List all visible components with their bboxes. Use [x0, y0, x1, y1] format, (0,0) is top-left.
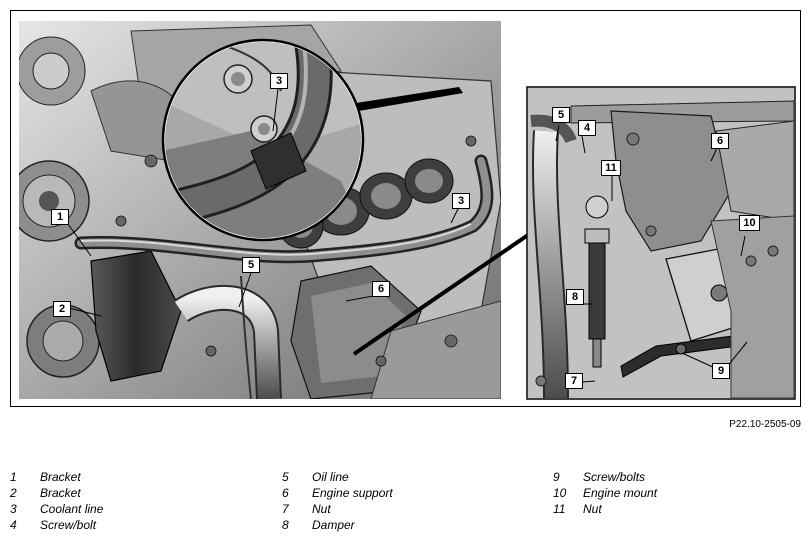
callout-9: 9 — [712, 363, 730, 379]
legend-label: Oil line — [312, 470, 349, 484]
callout-1: 1 — [51, 209, 69, 225]
legend-label: Damper — [312, 518, 355, 532]
legend-label: Nut — [312, 502, 331, 516]
legend-number: 6 — [282, 486, 289, 500]
legend-number: 4 — [10, 518, 17, 532]
legend-label: Screw/bolts — [583, 470, 646, 484]
callout-4: 4 — [578, 120, 596, 136]
legend-label: Engine mount — [583, 486, 658, 500]
legend-label: Screw/bolt — [40, 518, 97, 532]
callout-5: 5 — [242, 257, 260, 273]
callout-8: 8 — [566, 289, 584, 305]
legend-number: 1 — [10, 470, 17, 484]
legend-number: 7 — [282, 502, 289, 516]
legend-label: Engine support — [312, 486, 393, 500]
legend-number: 3 — [10, 502, 17, 516]
callout-10: 10 — [739, 215, 760, 231]
legend-number: 5 — [282, 470, 289, 484]
callout-3: 3 — [452, 193, 470, 209]
legend-label: Coolant line — [40, 502, 104, 516]
callout-2: 2 — [53, 301, 71, 317]
callout-5-detail: 5 — [552, 107, 570, 123]
legend-label: Bracket — [40, 470, 81, 484]
legend-number: 10 — [553, 486, 567, 500]
engine-drawing — [19, 21, 796, 400]
exploded-view-figure: 1 2 3 3 5 6 5 4 11 6 10 8 9 7 — [10, 10, 801, 407]
legend-label: Nut — [583, 502, 602, 516]
callout-11: 11 — [601, 160, 621, 176]
callout-3-circle: 3 — [270, 73, 288, 89]
legend-number: 9 — [553, 470, 560, 484]
magnified-detail — [161, 38, 365, 242]
legend-number: 8 — [282, 518, 289, 532]
callout-7: 7 — [565, 373, 583, 389]
callout-6-detail: 6 — [711, 133, 729, 149]
legend-number: 11 — [553, 502, 566, 516]
figure-code: P22.10-2505-09 — [729, 419, 801, 430]
legend-label: Bracket — [40, 486, 81, 500]
callout-6: 6 — [372, 281, 390, 297]
mount-detail-view — [528, 88, 794, 398]
legend-number: 2 — [10, 486, 17, 500]
